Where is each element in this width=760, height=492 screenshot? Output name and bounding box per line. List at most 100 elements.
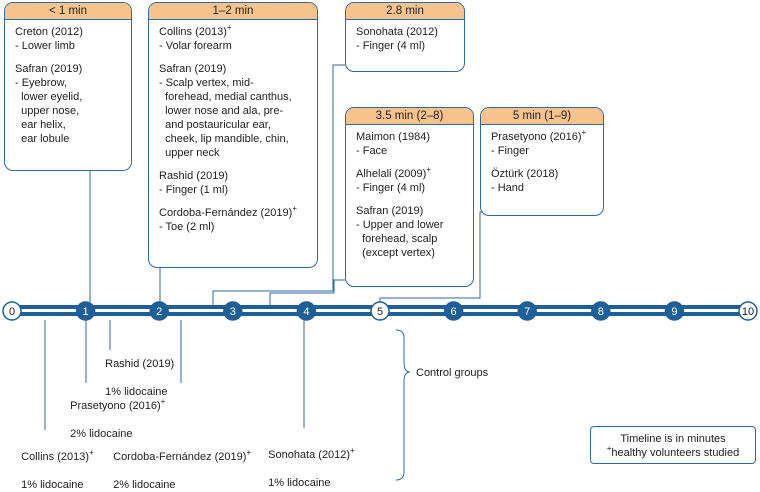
study-entry: Sonohata (2012)- Finger (4 ml): [356, 25, 464, 53]
tick-marker-6: [443, 301, 464, 321]
study-source: Safran (2019): [159, 63, 227, 75]
tick-marker-5: [370, 301, 390, 321]
control-drug: 1% lidocaine: [105, 386, 168, 398]
tick-marker-0: [2, 301, 22, 321]
tick-label-10: 10: [742, 306, 754, 318]
control-source: Prasetyono (2016): [70, 400, 161, 412]
study-source: Öztürk (2018): [491, 168, 559, 180]
study-source: Prasetyono (2016)+: [491, 128, 587, 144]
study-detail: upper nose,: [15, 105, 80, 117]
note-line-2: healthy volunteers studied: [611, 447, 740, 459]
tick-marker-1: [75, 301, 96, 321]
note-line-1: Timeline is in minutes: [620, 433, 726, 445]
box-header: 2.8 min: [346, 3, 464, 20]
tick-label-1: 1: [83, 306, 89, 318]
control-source: Sonohata (2012): [268, 449, 351, 461]
study-entry: Creton (2012) - Lower limb: [15, 25, 131, 53]
study-entry: Maimon (1984)- Face: [356, 130, 473, 158]
study-source: Collins (2013)+: [159, 23, 232, 39]
box-2-8-min: 2.8 min Sonohata (2012)- Finger (4 ml): [345, 2, 465, 72]
tick-marker-9: [664, 301, 685, 321]
connector-3-5: [269, 279, 345, 307]
control-source: Cordoba-Fernández (2019): [113, 451, 247, 463]
study-detail: - Toe (2 ml): [159, 221, 215, 233]
healthy-volunteer-marker: +: [350, 446, 355, 455]
tick-label-4: 4: [303, 306, 309, 318]
control-source: Rashid (2019): [105, 358, 175, 370]
tick-marker-2: [149, 301, 169, 321]
study-detail: - Volar forearm: [159, 40, 232, 52]
healthy-volunteer-marker: +: [246, 448, 252, 457]
study-source: Creton (2012): [15, 26, 83, 38]
study-detail: cheek, lip mandible, chin,: [159, 133, 289, 145]
study-detail: - Lower limb: [15, 40, 75, 52]
box-header: 5 min (1–9): [481, 108, 603, 125]
study-entry: Safran (2019)- Eyebrow, lower eyelid, up…: [15, 62, 131, 146]
study-source: Cordoba-Fernández (2019)+: [159, 204, 297, 220]
study-detail: ear helix,: [15, 119, 66, 131]
control-cordoba: Cordoba-Fernández (2019)+ 2% lidocaine: [107, 436, 251, 492]
study-detail: - Finger (1 ml): [159, 184, 229, 196]
healthy-volunteer-marker: +: [160, 397, 166, 406]
healthy-volunteer-marker: +: [292, 204, 297, 213]
tick-label-2: 2: [156, 306, 162, 318]
study-detail: - Eyebrow,: [15, 77, 67, 89]
tick-marker-8: [591, 301, 611, 321]
study-source: Alhelali (2009)+: [356, 165, 431, 181]
study-source: Safran (2019): [356, 205, 424, 217]
tick-label-5: 5: [377, 306, 383, 318]
study-detail: - Scalp vertex, mid-: [159, 77, 254, 89]
control-drug: 2% lidocaine: [70, 428, 133, 440]
study-entry: Rashid (2019) - Finger (1 ml): [159, 169, 317, 197]
study-source: Safran (2019): [15, 63, 83, 75]
study-detail: forehead, medial canthus,: [159, 91, 292, 103]
box-header: 1–2 min: [149, 3, 317, 20]
control-groups-bracket: [395, 329, 411, 481]
study-source: Maimon (1984): [356, 131, 430, 143]
study-detail: ear lobule: [15, 133, 70, 145]
tick-label-9: 9: [671, 306, 677, 318]
healthy-volunteer-marker: +: [89, 448, 94, 457]
timeline-note: Timeline is in minutes +healthy voluntee…: [590, 426, 756, 464]
study-detail: - Finger: [491, 145, 529, 157]
healthy-volunteer-marker: +: [226, 23, 232, 32]
tick-marker-10: [738, 301, 758, 321]
control-sonohata: Sonohata (2012)+ 1% lidocaine: [262, 434, 355, 490]
tick-marker-3: [223, 301, 243, 321]
healthy-volunteer-marker: +: [581, 128, 587, 137]
study-detail: - Hand: [491, 182, 525, 194]
study-detail: (except vertex): [356, 247, 435, 259]
tick-label-7: 7: [524, 306, 530, 318]
study-entry: Alhelali (2009)+- Finger (4 ml): [356, 165, 473, 195]
study-source: Rashid (2019): [159, 170, 229, 182]
control-prasetyono: Prasetyono (2016)+ 2% lidocaine: [64, 385, 165, 441]
study-entry: Cordoba-Fernández (2019)+- Toe (2 ml): [159, 204, 317, 234]
study-detail: - Finger (4 ml): [356, 40, 426, 52]
control-drug: 1% lidocaine: [268, 477, 331, 489]
study-detail: forehead, scalp: [356, 233, 438, 245]
tick-marker-7: [517, 301, 537, 321]
study-detail: - Finger (4 ml): [356, 182, 426, 194]
box-body: Sonohata (2012)- Finger (4 ml): [346, 20, 464, 53]
tick-label-6: 6: [451, 306, 457, 318]
tick-label-3: 3: [230, 306, 236, 318]
control-collins: Collins (2013)+ 1% lidocaine: [15, 436, 94, 492]
tick-label-8: 8: [598, 306, 604, 318]
study-entry: Prasetyono (2016)+- Finger: [491, 128, 603, 158]
study-entry: Öztürk (2018) - Hand: [491, 167, 603, 195]
control-source: Collins (2013): [21, 451, 89, 463]
connector-2-8: [212, 64, 345, 307]
box-header: 3.5 min (2–8): [346, 108, 473, 125]
box-header: < 1 min: [5, 3, 131, 20]
study-detail: and postauricular ear,: [159, 119, 271, 131]
study-entry: Safran (2019)- Upper and lower forehead,…: [356, 204, 473, 260]
